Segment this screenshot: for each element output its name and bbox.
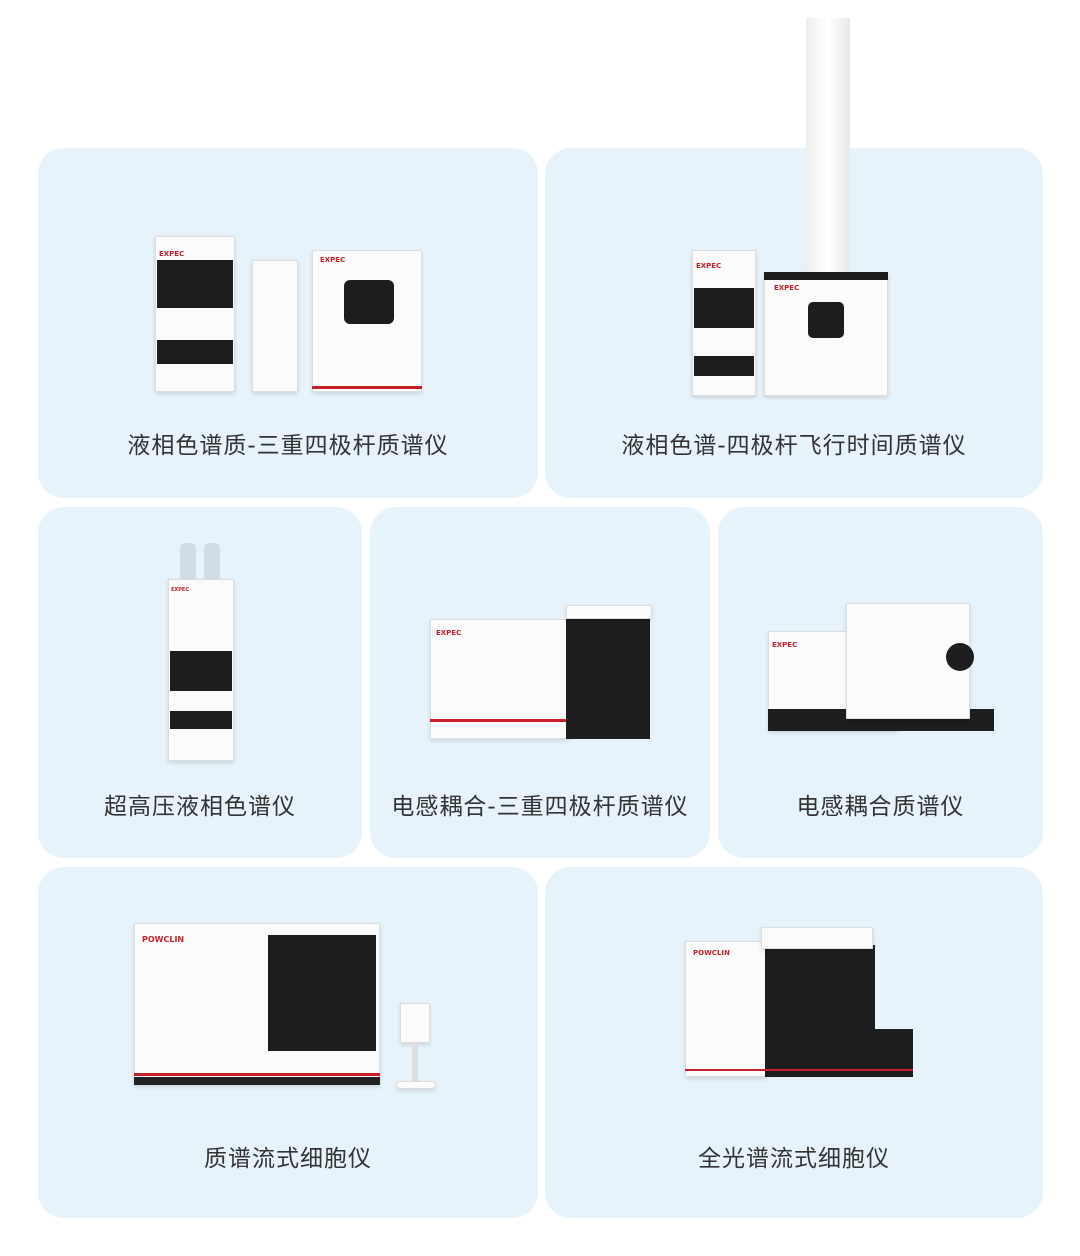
- product-caption: 液相色谱质-三重四极杆质谱仪: [127, 433, 449, 459]
- brand-logo: EXPEC: [159, 250, 185, 258]
- product-caption: 超高压液相色谱仪: [104, 794, 296, 820]
- uhplc-image: EXPEC: [168, 543, 234, 763]
- qtof-flight-tube-image: [806, 18, 850, 278]
- spectral-cytometer-image: POWCLIN: [685, 927, 913, 1083]
- product-card-uhplc[interactable]: EXPEC 超高压液相色谱仪: [38, 507, 362, 858]
- product-card-spectral-cytometer[interactable]: POWCLIN 全光谱流式细胞仪: [545, 867, 1043, 1218]
- product-card-icp-ms[interactable]: EXPEC 电感耦合质谱仪: [718, 507, 1043, 858]
- qtof-image: EXPEC EXPEC: [692, 250, 888, 398]
- product-card-mass-cytometer[interactable]: POWCLIN 质谱流式细胞仪: [38, 867, 538, 1218]
- product-card-lc-qqq[interactable]: EXPEC EXPEC 液相色谱质-三重四极杆质谱仪: [38, 148, 538, 498]
- mass-spec-image: EXPEC: [312, 250, 422, 392]
- mass-cytometer-image: POWCLIN: [134, 923, 444, 1095]
- product-caption: 电感耦合-三重四极杆质谱仪: [391, 794, 689, 820]
- product-card-icp-qqq[interactable]: EXPEC 电感耦合-三重四极杆质谱仪: [370, 507, 710, 858]
- product-caption: 质谱流式细胞仪: [204, 1146, 372, 1172]
- column-oven-image: [252, 260, 298, 392]
- icp-ms-image: EXPEC: [768, 603, 994, 743]
- lc-stack-image: EXPEC: [155, 236, 235, 392]
- icp-qqq-image: EXPEC: [430, 605, 652, 745]
- product-caption: 全光谱流式细胞仪: [698, 1146, 890, 1172]
- product-caption: 液相色谱-四极杆飞行时间质谱仪: [621, 433, 967, 459]
- product-caption: 电感耦合质谱仪: [796, 794, 965, 820]
